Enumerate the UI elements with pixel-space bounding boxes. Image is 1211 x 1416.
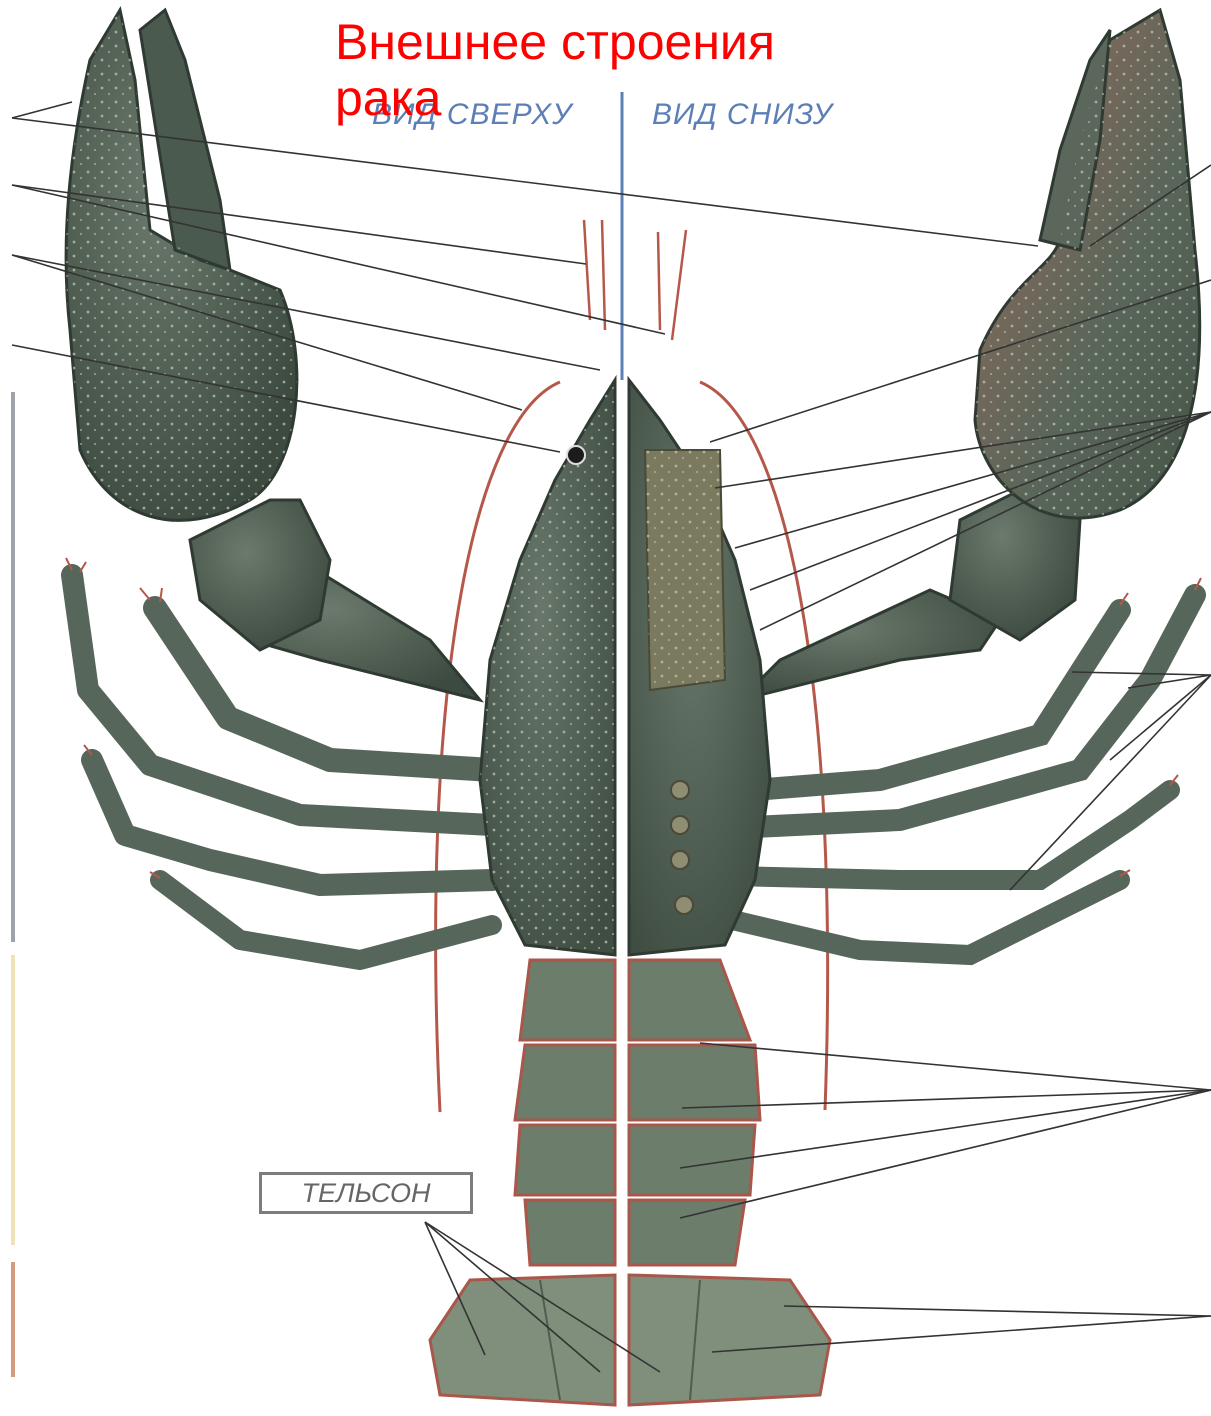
tail-fan (430, 1275, 830, 1405)
eye (567, 446, 585, 464)
cephalothorax-bottom (629, 380, 770, 955)
center-split (615, 380, 629, 1411)
abdomen (515, 960, 760, 1265)
telson-label: ТЕЛЬСОН (259, 1172, 473, 1214)
cephalothorax-top (480, 380, 615, 955)
diagram-title: Внешнее строения рака (335, 14, 895, 126)
side-color-strip (11, 392, 15, 1377)
